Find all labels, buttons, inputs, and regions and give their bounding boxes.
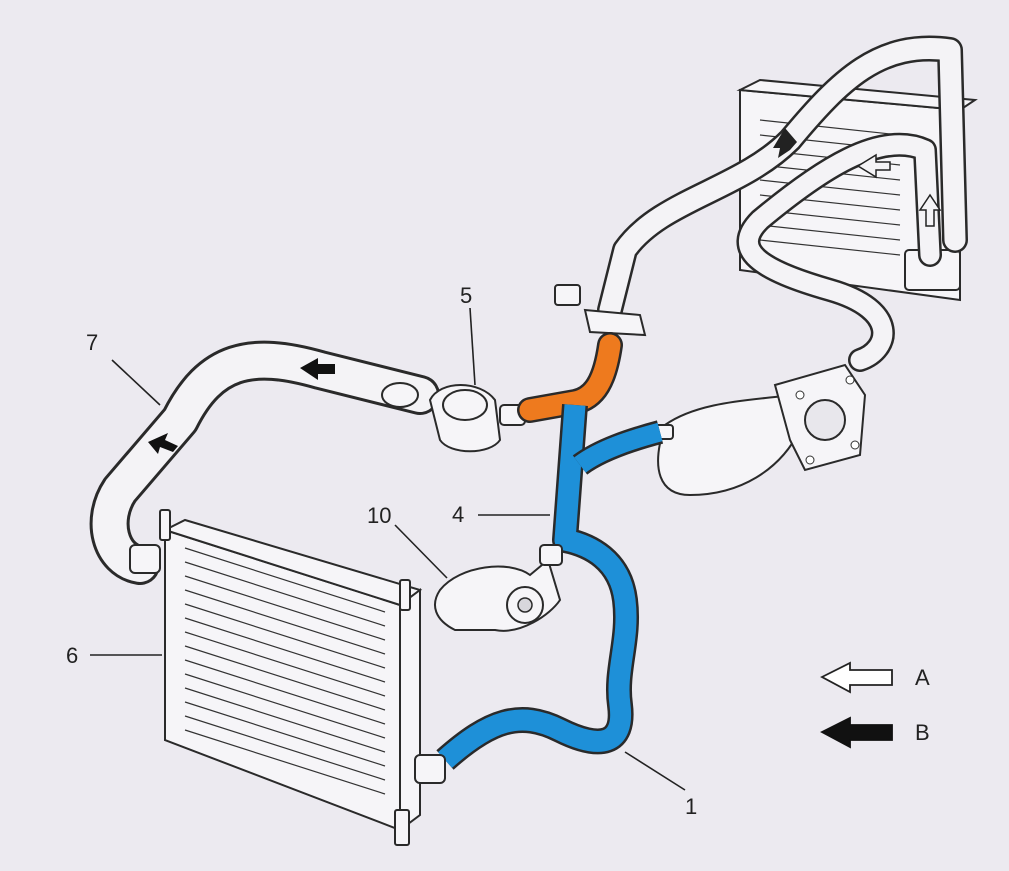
flow-arrow-icon	[918, 193, 942, 227]
hose-connector-block	[554, 284, 647, 337]
legend-label-a: A	[915, 665, 930, 690]
water-pump	[434, 544, 563, 632]
hose-7	[89, 340, 440, 585]
legend-label-b: B	[915, 720, 930, 745]
solid-arrow-left-icon	[820, 716, 893, 749]
engine-outlet-manifold	[654, 363, 867, 497]
flow-arrow-icon	[300, 358, 335, 380]
label-6: 6	[66, 643, 78, 668]
label-4: 4	[452, 502, 464, 527]
legend: A B	[820, 661, 930, 749]
thermostat-housing	[381, 382, 526, 453]
label-5: 5	[460, 283, 472, 308]
leader-lines	[90, 307, 686, 791]
label-1: 1	[685, 794, 697, 819]
return-hose-blue	[436, 404, 664, 770]
flow-arrow-icon	[773, 128, 797, 158]
feed-hose-orange	[517, 332, 623, 423]
heater-hoses	[597, 35, 968, 372]
radiator	[129, 509, 446, 846]
hollow-arrow-left-icon	[820, 661, 893, 694]
flow-arrow-icon	[148, 433, 178, 454]
flow-arrow-icon	[856, 153, 891, 179]
label-10: 10	[367, 503, 391, 528]
label-7: 7	[86, 330, 98, 355]
